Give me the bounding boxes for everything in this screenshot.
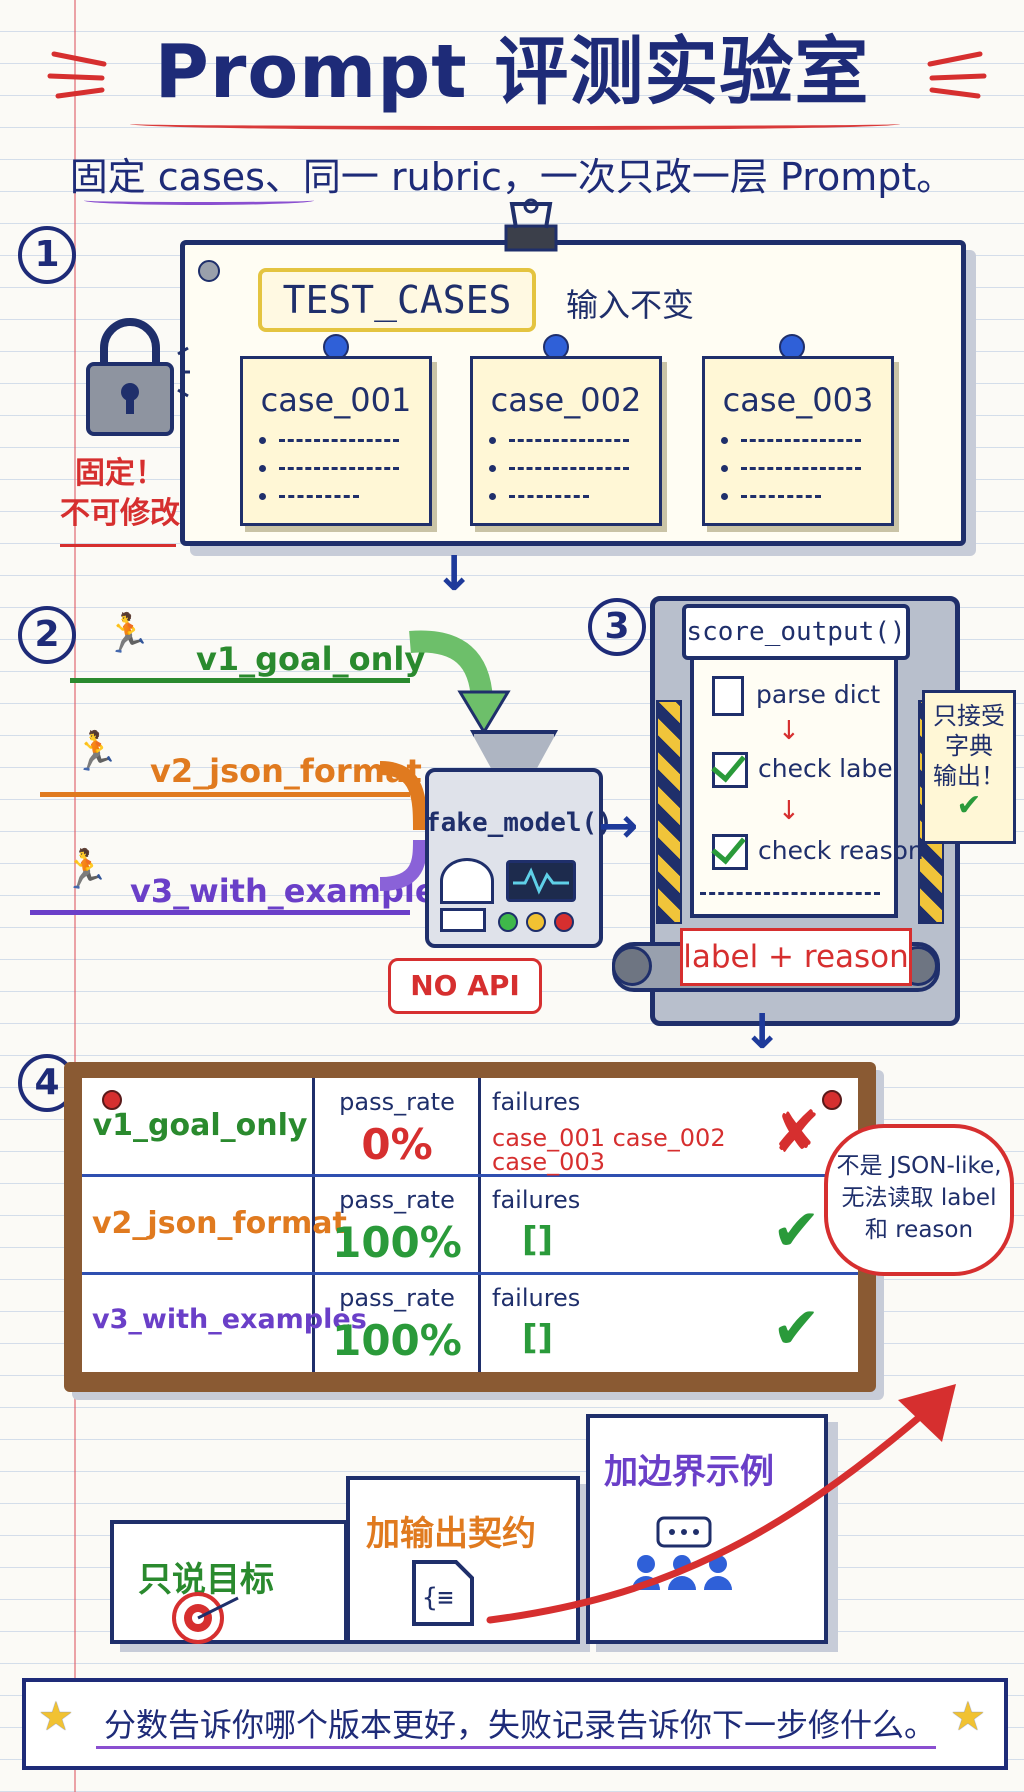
case-card-name: case_002 [490,381,642,419]
pass-rate-value: 0% [361,1120,433,1169]
step-number-3: 3 [588,598,646,656]
pass-rate-label: pass_rate [339,1284,455,1312]
check-icon: ✔ [772,1196,821,1264]
stair-label-2: 加输出契约 [366,1514,536,1554]
stair-step-1 [110,1520,348,1644]
failures-label: failures [492,1186,581,1214]
table-row: v2_json_format pass_rate 100% failures [… [82,1176,858,1274]
no-api-badge: NO API [388,958,542,1014]
footer-underline [96,1742,936,1749]
document-icon: {≡ [412,1560,474,1626]
case-card: case_001 [240,356,432,526]
test-cases-label: TEST_CASES [258,268,536,332]
step-number-1: 1 [18,226,76,284]
test-cases-note: 输入不变 [566,286,695,324]
right-arrow-icon: → [598,798,639,854]
dict-only-note: 只接受 字典 输出！ ✔ [922,690,1016,844]
panel-divider [700,892,880,895]
board-screw [198,260,220,282]
fixed-underline [60,540,176,547]
failures-value: [] [522,1318,554,1358]
cross-icon: ✘ [772,1098,821,1166]
pass-rate-label: pass_rate [339,1088,455,1116]
page-subtitle: 固定 cases、同一 rubric，一次只改一层 Prompt。 [69,155,955,199]
svg-text:{≡: {≡ [422,1583,453,1613]
failures-label: failures [492,1088,581,1116]
down-arrow-icon: ↓ [742,1004,783,1060]
star-icon: ★ [950,1694,986,1740]
failures-value: case_001 case_002 case_003 [492,1124,726,1176]
subtitle-underline [84,196,314,205]
row-version: v1_goal_only [92,1108,308,1143]
title-underline [130,118,900,130]
footer-banner [22,1678,1008,1770]
down-arrow-icon: ↓ [778,796,800,826]
stair-label-3: 加边界示例 [604,1452,774,1492]
curved-arrow-icon [409,630,511,735]
table-row: v3_with_examples pass_rate 100% failures… [82,1274,858,1372]
pushpin-icon [102,1090,122,1110]
footer-text: 分数告诉你哪个版本更好，失败记录告诉你下一步修什么。 [103,1706,936,1744]
pass-rate-label: pass_rate [339,1186,455,1214]
waveform-screen-icon [506,860,576,902]
runner-icon: 🏃 [62,847,110,891]
green-led-icon [498,912,518,932]
row-version: v3_with_examples [92,1304,367,1335]
score-step-reason: check reason [711,828,924,870]
growth-arrow-icon [486,1384,956,1624]
row-version: v2_json_format [92,1206,347,1241]
case-card: case_002 [470,356,662,526]
pipe-connectors [380,761,427,891]
score-output-title: score_output() [682,604,910,660]
case-card: case_003 [702,356,894,526]
check-icon: ✔ [772,1294,821,1362]
failures-value: [] [522,1220,554,1260]
version-track-v2 [40,742,410,797]
lock-icon [86,318,190,436]
down-arrow-icon: ↓ [778,716,800,746]
score-output-result: label + reason [680,928,912,986]
emphasis-strokes-right [927,51,987,99]
star-icon: ★ [38,1694,74,1740]
table-row: v1_goal_only pass_rate 0% failures case_… [82,1078,858,1176]
red-led-icon [554,912,574,932]
yellow-led-icon [526,912,546,932]
step-number-2: 2 [18,606,76,664]
check-icon: ✔ [956,788,982,823]
belt-roller [612,946,652,986]
pushpin-icon [779,334,805,360]
version-label-v1: v1_goal_only [196,640,426,678]
page-title: Prompt 评测实验室 [154,29,870,115]
hazard-stripe [656,700,682,924]
binder-clip-icon [504,198,558,252]
failures-label: failures [492,1284,581,1312]
emphasis-strokes-left [47,51,107,99]
document-icon [712,676,744,716]
fixed-note: 固定！ 不可修改 [60,456,180,531]
case-card-name: case_001 [260,381,412,419]
format-error-bubble: 不是 JSON-like, 无法读取 label 和 reason [824,1124,1014,1276]
down-arrow-icon: ↓ [434,546,475,602]
version-track-v3 [30,860,410,915]
pushpin-icon [543,334,569,360]
results-table: v1_goal_only pass_rate 0% failures case_… [82,1078,858,1372]
checkbox-checked-icon [711,746,748,788]
pass-rate-value: 100% [332,1218,462,1267]
case-card-name: case_003 [722,381,874,419]
pushpin-icon [822,1090,842,1110]
gauge-icon [440,858,494,904]
runner-icon: 🏃 [72,729,120,773]
version-track-v1 [70,628,410,683]
checkbox-checked-icon [711,828,748,870]
pass-rate-value: 100% [332,1316,462,1365]
machine-slot [440,908,486,932]
fake-model-label: fake_model() [425,808,613,838]
score-step-parse: parse dict [712,676,880,716]
runner-icon: 🏃 [104,611,152,655]
version-label-v2: v2_json_format [150,752,422,790]
target-icon [172,1592,239,1644]
score-step-label: check label [711,746,900,788]
